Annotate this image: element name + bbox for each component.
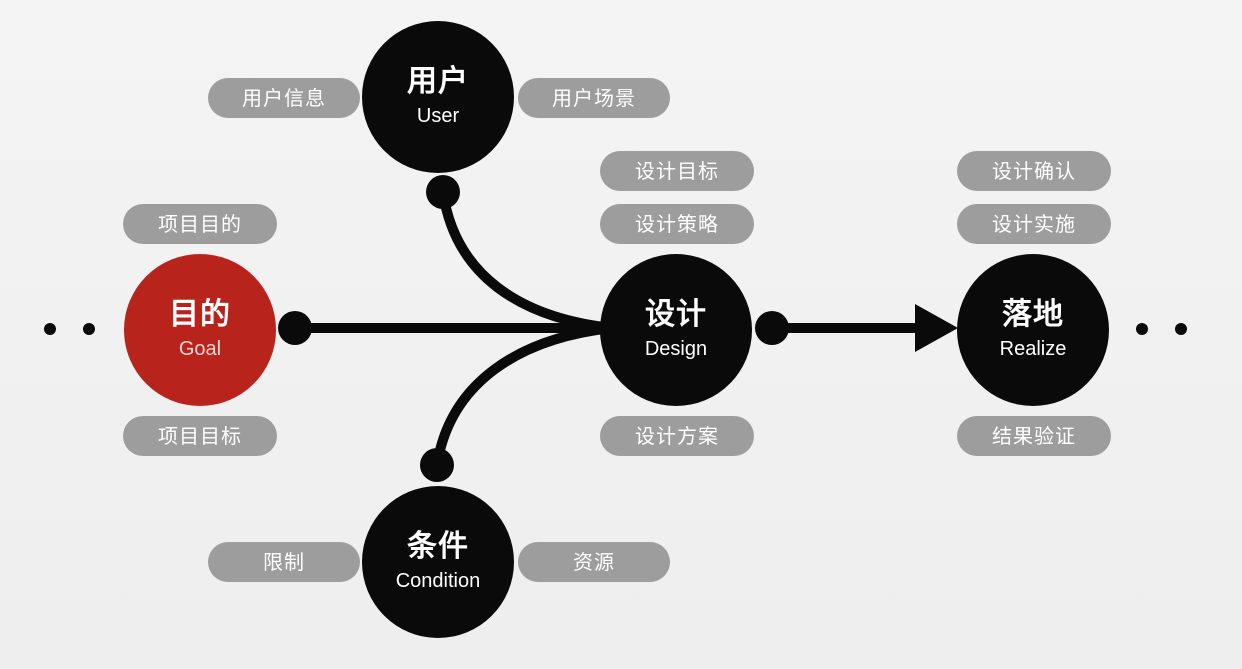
- goal-connector-dot: [278, 311, 312, 345]
- tag-goal-purpose: 项目目的: [123, 204, 277, 244]
- node-user-en: User: [416, 105, 460, 127]
- left-ellipsis-dot-1: [44, 323, 56, 335]
- tag-condition-limit: 限制: [208, 542, 360, 582]
- node-goal-en: Goal: [178, 338, 222, 360]
- node-realize-zh: 落地: [1002, 297, 1064, 332]
- tag-user-scene: 用户场景: [518, 78, 670, 118]
- arrow-head-icon: [915, 304, 958, 352]
- node-user: 用户 User: [362, 21, 514, 173]
- node-realize: 落地 Realize: [957, 254, 1109, 406]
- user-connector-dot: [426, 175, 460, 209]
- node-condition-zh: 条件: [407, 529, 469, 564]
- right-ellipsis-dot-1: [1136, 323, 1148, 335]
- left-ellipsis-dot-2: [83, 323, 95, 335]
- tag-design-goal: 设计目标: [600, 151, 754, 191]
- condition-to-design-curve: [432, 323, 617, 470]
- tag-realize-verify: 结果验证: [957, 416, 1111, 456]
- user-to-design-curve: [438, 187, 617, 333]
- design-connector-dot: [755, 311, 789, 345]
- node-goal-zh: 目的: [169, 297, 231, 332]
- condition-connector-dot: [420, 448, 454, 482]
- tag-design-plan: 设计方案: [600, 416, 754, 456]
- node-goal: 目的 Goal: [124, 254, 276, 406]
- node-design-en: Design: [644, 338, 708, 360]
- tag-design-strategy: 设计策略: [600, 204, 754, 244]
- tag-user-info: 用户信息: [208, 78, 360, 118]
- tag-realize-confirm: 设计确认: [957, 151, 1111, 191]
- node-user-zh: 用户: [407, 64, 469, 99]
- right-ellipsis-dot-2: [1175, 323, 1187, 335]
- node-realize-en: Realize: [999, 338, 1067, 360]
- node-design-zh: 设计: [645, 297, 707, 332]
- node-condition: 条件 Condition: [362, 486, 514, 638]
- node-condition-en: Condition: [395, 570, 481, 592]
- tag-condition-resource: 资源: [518, 542, 670, 582]
- node-design: 设计 Design: [600, 254, 752, 406]
- tag-goal-target: 项目目标: [123, 416, 277, 456]
- tag-realize-implement: 设计实施: [957, 204, 1111, 244]
